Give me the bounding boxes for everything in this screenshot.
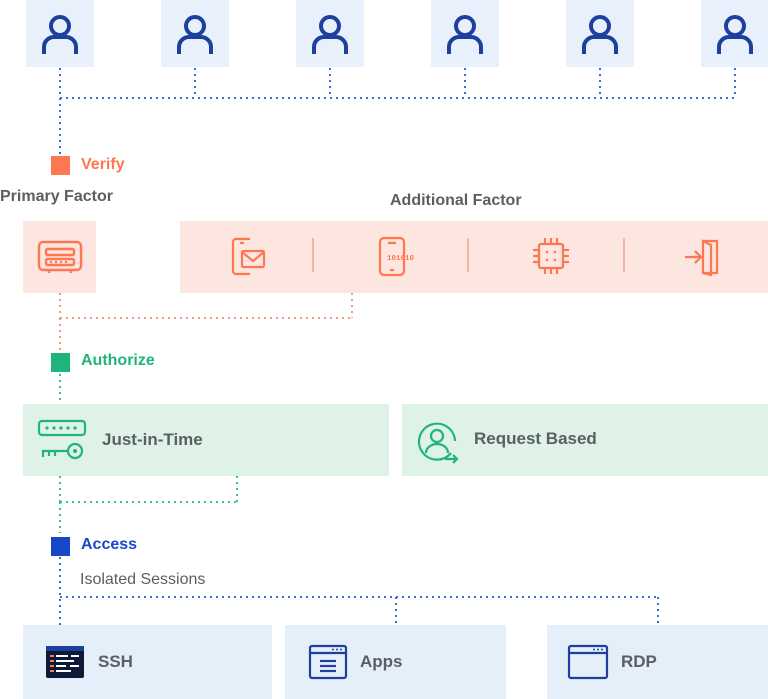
user-tile: [26, 0, 94, 67]
user-tile: [431, 0, 499, 67]
primary-factor-panel: [23, 221, 96, 293]
request-based-panel: Request Based: [402, 404, 768, 476]
hardware-token-icon: [37, 240, 82, 273]
password-key-icon: [37, 419, 87, 460]
user-request-icon: [417, 422, 459, 464]
verify-step-label: Verify: [81, 156, 125, 173]
phone-otp-icon: 101010: [378, 236, 415, 277]
phone-email-icon: [231, 237, 266, 276]
just-in-time-label: Just-in-Time: [102, 430, 203, 449]
otp-code-text: 101010: [387, 255, 415, 263]
additional-factor-heading: Additional Factor: [390, 192, 522, 209]
rdp-label: RDP: [621, 652, 657, 671]
access-connectors: [59, 557, 659, 625]
user-icon: [582, 14, 618, 54]
user-tile: [296, 0, 364, 67]
primary-factor-heading: Primary Factor: [0, 188, 113, 205]
verify-connectors: [59, 293, 353, 350]
app-window-icon: [308, 644, 348, 680]
verify-step-marker: [51, 156, 70, 175]
factor-divider: [312, 238, 314, 272]
rdp-panel: RDP: [547, 625, 768, 699]
user-icon: [447, 14, 483, 54]
ssh-label: SSH: [98, 652, 133, 671]
login-door-icon: [685, 239, 719, 277]
remote-desktop-icon: [567, 644, 609, 680]
factor-divider: [623, 238, 625, 272]
chip-icon: [533, 238, 569, 274]
just-in-time-panel: Just-in-Time: [23, 404, 389, 476]
terminal-icon: [46, 646, 84, 678]
factor-divider: [467, 238, 469, 272]
user-tile: [701, 0, 768, 67]
request-based-label: Request Based: [474, 429, 597, 448]
additional-factor-panel: 101010: [180, 221, 768, 293]
user-tile: [566, 0, 634, 67]
isolated-sessions-label: Isolated Sessions: [80, 571, 206, 588]
access-step-label: Access: [81, 536, 138, 553]
user-icon: [717, 14, 753, 54]
access-step-marker: [51, 537, 70, 556]
apps-label: Apps: [360, 652, 403, 671]
ssh-panel: SSH: [23, 625, 272, 699]
user-icon: [177, 14, 213, 54]
apps-panel: Apps: [285, 625, 506, 699]
user-tile: [161, 0, 229, 67]
user-icon: [312, 14, 348, 54]
user-connectors: [59, 68, 736, 155]
authorize-step-label: Authorize: [81, 352, 155, 369]
authorize-step-marker: [51, 353, 70, 372]
user-icon: [42, 14, 78, 54]
